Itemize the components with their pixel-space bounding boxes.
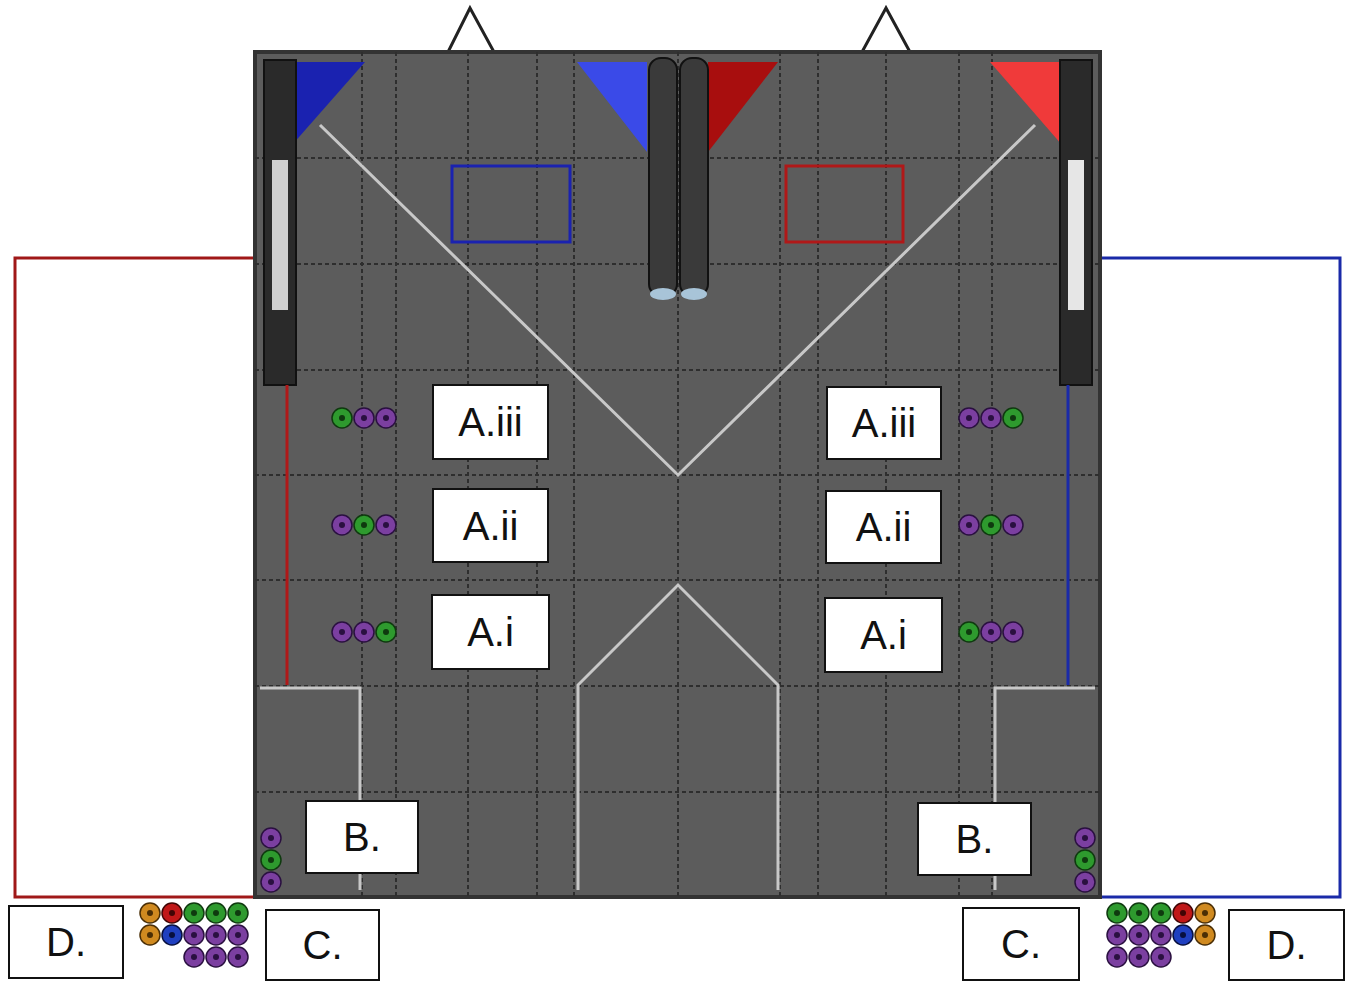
label-box: A.ii — [432, 488, 549, 563]
zone-label: A.i — [467, 612, 514, 652]
zone-label: A.i — [860, 615, 907, 655]
label-box: B. — [305, 800, 419, 874]
label-box: A.ii — [825, 490, 942, 564]
zone-label: B. — [956, 819, 994, 859]
zone-label: A.ii — [463, 506, 519, 546]
label-box: C. — [265, 909, 380, 981]
zone-label: D. — [46, 922, 86, 962]
label-box: A.i — [431, 594, 550, 670]
zone-label: C. — [303, 925, 343, 965]
zone-label: C. — [1001, 924, 1041, 964]
zone-label: B. — [343, 817, 381, 857]
label-box: A.i — [824, 597, 943, 673]
label-box: D. — [1228, 909, 1345, 981]
zone-label: A.iii — [852, 403, 916, 443]
label-box: A.iii — [432, 384, 549, 460]
zone-label: A.ii — [856, 507, 912, 547]
zone-label: D. — [1267, 925, 1307, 965]
label-box: D. — [8, 905, 124, 979]
label-box: A.iii — [826, 386, 942, 460]
label-box: B. — [917, 802, 1032, 876]
zone-label: A.iii — [458, 402, 522, 442]
label-box: C. — [962, 907, 1080, 981]
